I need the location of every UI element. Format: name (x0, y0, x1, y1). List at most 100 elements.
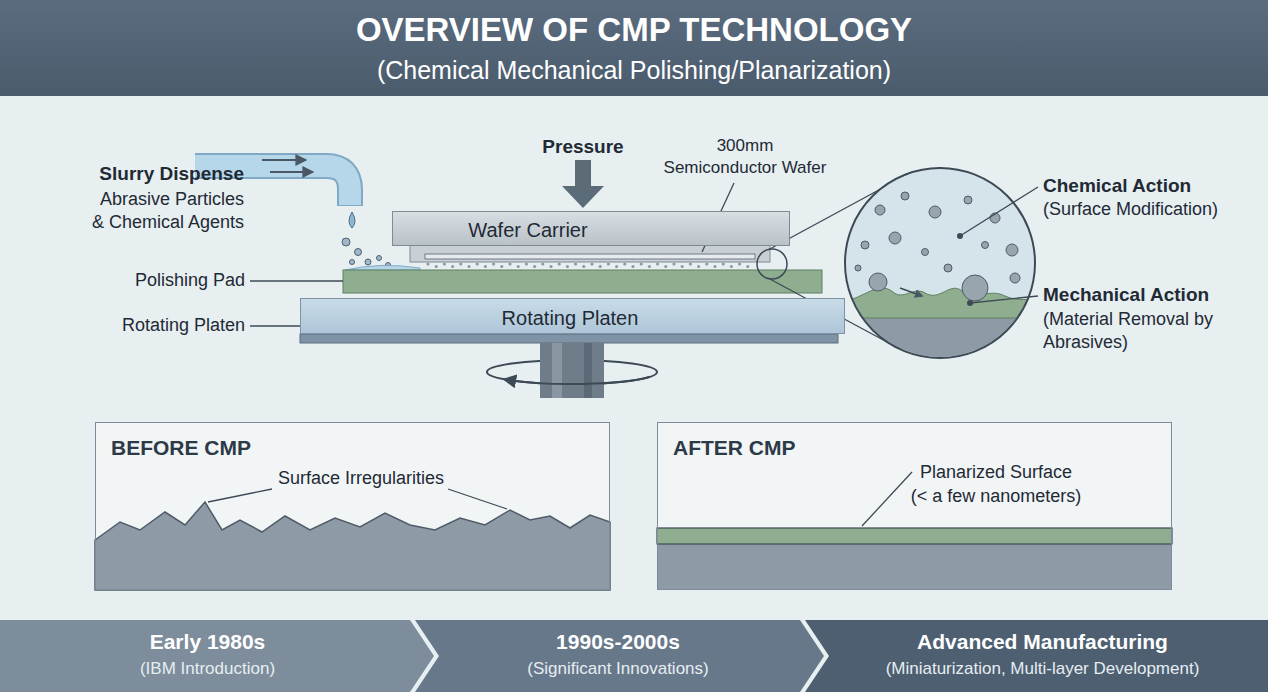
panel-ground (95, 422, 610, 590)
slurry-dot (623, 262, 626, 265)
subtitle: (Chemical Mechanical Polishing/Planariza… (0, 55, 1268, 85)
slurry-dot (631, 265, 634, 268)
slurry-dot (664, 265, 667, 268)
slurry-dot (738, 262, 741, 265)
particle (1006, 244, 1018, 256)
slurry-dot (508, 262, 511, 265)
slurry-dot (713, 265, 716, 268)
slurry-dot (722, 262, 725, 265)
slurry-dot (451, 265, 454, 268)
shaft-highlight (552, 343, 562, 398)
particle (889, 232, 901, 244)
part-label: Polishing Pad (60, 270, 245, 292)
node-body: (Significant Innovations) (435, 659, 801, 679)
droplet (350, 260, 355, 265)
shaft-shadow (584, 343, 592, 398)
slurry-droplets (342, 238, 391, 268)
chevron (805, 620, 1268, 692)
callout-title: Chemical Action (1043, 175, 1263, 198)
part-label: 300mm Semiconductor Wafer (661, 135, 829, 179)
node-heading: Rotating Platen (301, 306, 839, 330)
particle (922, 249, 929, 256)
wafer (425, 254, 755, 259)
slurry-dot (533, 265, 536, 268)
rotating-platen: Rotating Platen (300, 298, 845, 334)
slurry-dot (435, 265, 438, 268)
wafer-substrate (840, 312, 1040, 372)
leader-line (960, 187, 1038, 236)
callout-note: (Material Removal by Abrasives) (1043, 308, 1248, 354)
particle (869, 273, 887, 291)
slurry-dot (672, 262, 675, 265)
leader-line (970, 296, 1038, 303)
node-heading: 1990s-2000s (435, 629, 801, 654)
rough-surface (95, 502, 610, 590)
slurry-drop (349, 212, 355, 228)
leader-dot (957, 233, 963, 239)
leader-line (208, 489, 272, 502)
chevron (0, 620, 434, 692)
slurry-film (345, 265, 420, 270)
abrasive-particles (855, 192, 1020, 301)
surface-layer (842, 288, 1040, 318)
node-heading: Advanced Manufacturing (830, 629, 1255, 654)
slurry-dot (459, 262, 462, 265)
slurry-dot (476, 262, 479, 265)
pressure-arrow-head (562, 186, 604, 208)
slurry-dot (705, 262, 708, 265)
slurry-dot (681, 265, 684, 268)
page-title: OVERVIEW OF CMP TECHNOLOGY (0, 10, 1268, 50)
slurry-dot (566, 265, 569, 268)
callout-title: Mechanical Action (1043, 284, 1263, 307)
carrier-step (410, 245, 770, 262)
particle (901, 192, 909, 200)
slurry-dot (574, 262, 577, 265)
leader-line (448, 489, 507, 509)
node-body: (Miniaturization, Multi-layer Developmen… (830, 659, 1255, 679)
magnifier-circle (845, 168, 1035, 358)
header-band (0, 0, 1268, 96)
wafer-carrier: Wafer Carrier (392, 211, 790, 246)
slurry-dot (648, 265, 651, 268)
polishing-pad (343, 270, 822, 293)
slurry-dot (541, 262, 544, 265)
particle (1010, 273, 1020, 283)
particle (962, 275, 988, 301)
slurry-dot (525, 262, 528, 265)
node-heading: BEFORE CMP (111, 435, 251, 460)
before-panel: BEFORE CMPSurface Irregularities (95, 422, 610, 590)
slurry-dot (517, 265, 520, 268)
slurry-dot (500, 265, 503, 268)
spindle-shaft (540, 343, 604, 398)
slurry-dot (590, 262, 593, 265)
particle (855, 265, 861, 271)
slurry-dot (746, 265, 749, 268)
part-label: Rotating Platen (60, 315, 245, 337)
node-heading: Wafer Carrier (393, 218, 663, 242)
slurry-dot (640, 262, 643, 265)
after-panel: AFTER CMPPlanarized Surface (< a few nan… (657, 422, 1172, 590)
node-body: (IBM Introduction) (0, 659, 415, 679)
rotation-arrow (505, 377, 650, 384)
leader-dot (967, 300, 973, 306)
timeline-step: 1990s-2000s (Significant Innovations) (415, 620, 825, 692)
callout-note: (Surface Modification) (1043, 199, 1263, 221)
leader-line (250, 325, 300, 326)
slurry-dot (426, 262, 429, 265)
chevron (415, 620, 824, 692)
slurry-dot (443, 262, 446, 265)
slurry-dot (492, 262, 495, 265)
part-label: Slurry Dispense (64, 163, 244, 186)
timeline-step: Early 1980s (IBM Introduction) (0, 620, 440, 692)
particle (982, 242, 989, 249)
leader-line (862, 472, 912, 526)
droplet (355, 249, 362, 256)
droplet (377, 256, 382, 261)
slurry-dot (730, 265, 733, 268)
flow-arrow (262, 159, 305, 161)
flow-arrow (270, 171, 312, 173)
node-heading: Early 1980s (0, 629, 415, 654)
panel-ground (657, 422, 1172, 590)
slurry-dot (582, 265, 585, 268)
